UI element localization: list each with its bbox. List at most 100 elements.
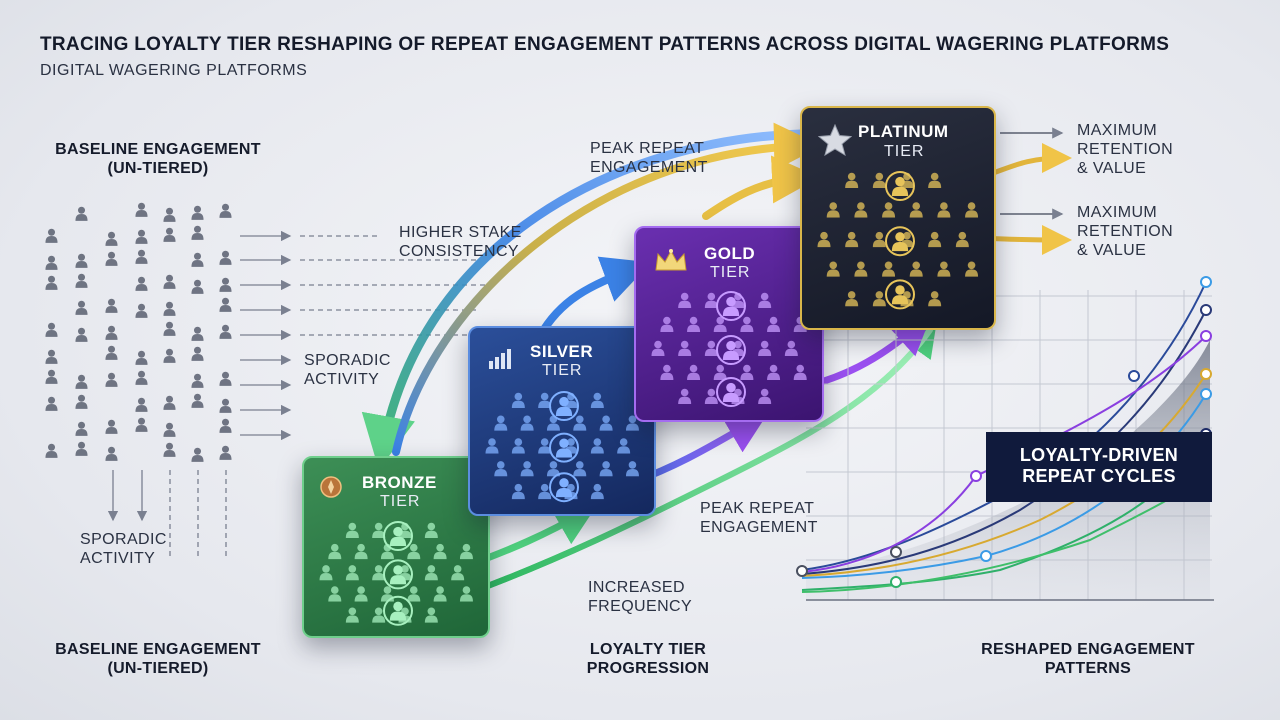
bar-chart-icon — [489, 349, 511, 369]
user-icon — [135, 276, 148, 291]
user-icon — [882, 261, 896, 277]
user-icon — [660, 316, 674, 332]
tier-label-gold: TIER — [710, 264, 751, 281]
user-icon — [451, 565, 465, 581]
silver-user-cluster — [485, 391, 639, 503]
user-icon — [105, 251, 118, 266]
baseline-heading-bottom-line1: BASELINE ENGAGEMENT — [55, 641, 261, 658]
gold-user-cluster — [651, 291, 807, 407]
user-icon — [928, 291, 942, 307]
user-icon — [424, 522, 438, 538]
user-icon — [163, 301, 176, 316]
user-icon — [424, 607, 438, 623]
highlight-ring — [383, 595, 413, 626]
user-icon — [163, 395, 176, 410]
user-icon — [163, 321, 176, 336]
user-icon — [328, 543, 342, 560]
user-icon — [678, 340, 692, 356]
user-icon — [433, 586, 447, 602]
user-icon — [845, 291, 859, 307]
bronze-user-cluster — [319, 521, 473, 626]
user-icon — [219, 418, 232, 433]
user-icon — [219, 398, 232, 413]
peak-engagement-note-top: PEAK REPEAT ENGAGEMENT — [590, 139, 708, 177]
user-icon — [590, 438, 604, 454]
highlight-ring — [716, 335, 746, 365]
user-icon — [75, 206, 88, 221]
increased-frequency-note: INCREASED FREQUENCY — [588, 578, 692, 616]
user-icon — [704, 388, 718, 404]
user-icon — [75, 327, 88, 342]
user-icon — [45, 255, 58, 270]
user-icon — [651, 340, 665, 356]
max1-line3: & VALUE — [1077, 160, 1147, 177]
tier-name-gold: GOLD — [704, 244, 756, 263]
star-icon — [818, 124, 852, 156]
user-icon — [882, 202, 896, 218]
user-icon — [105, 298, 118, 313]
user-icon — [219, 277, 232, 292]
user-icon — [407, 543, 421, 560]
tier-card-gold[interactable]: GOLD TIER — [634, 226, 824, 422]
sporadic-right-line1: SPORADIC — [304, 352, 391, 369]
user-icon — [45, 369, 58, 384]
baseline-user-grid — [45, 202, 232, 462]
user-icon — [135, 249, 148, 264]
user-icon — [520, 461, 534, 477]
tier-label-platinum: TIER — [884, 143, 925, 160]
highlight-ring — [549, 432, 579, 463]
user-icon — [817, 231, 831, 248]
user-icon — [163, 227, 176, 242]
user-icon — [319, 565, 333, 581]
user-icon — [767, 364, 781, 380]
user-icon — [758, 388, 772, 404]
user-icon — [45, 349, 58, 364]
max2-line2: RETENTION — [1077, 223, 1174, 240]
peak-top-line1: PEAK REPEAT — [590, 140, 705, 157]
user-icon — [191, 225, 204, 240]
flow-arrow-bronze-to-platinum — [392, 122, 822, 456]
reshaped-patterns-heading: RESHAPED ENGAGEMENT PATTERNS — [960, 640, 1216, 678]
tier-card-silver[interactable]: SILVER TIER — [468, 326, 656, 516]
user-icon — [687, 316, 701, 332]
user-icon — [380, 586, 394, 602]
page-title: TRACING LOYALTY TIER RESHAPING OF REPEAT… — [40, 34, 1170, 55]
reshaped-patterns-line1: RESHAPED ENGAGEMENT — [981, 641, 1195, 658]
sporadic-activity-note-right: SPORADIC ACTIVITY — [304, 351, 391, 389]
tier-card-bronze[interactable]: BRONZE TIER — [302, 456, 490, 638]
user-icon — [617, 438, 631, 454]
user-icon — [345, 607, 359, 623]
user-icon — [687, 364, 701, 380]
user-icon — [459, 586, 473, 602]
user-icon — [424, 565, 438, 581]
user-icon — [758, 340, 772, 356]
user-icon — [45, 228, 58, 243]
tier-progression-line1: LOYALTY TIER — [589, 641, 707, 658]
baseline-heading-top-line2: (UN-TIERED) — [107, 160, 209, 177]
tier-card-platinum[interactable]: PLATINUM TIER — [800, 106, 996, 330]
user-icon — [590, 483, 604, 500]
user-icon — [219, 250, 232, 265]
user-icon — [75, 273, 88, 288]
highlight-ring — [716, 377, 746, 407]
user-icon — [955, 231, 969, 248]
max1-line1: MAXIMUM — [1077, 122, 1158, 139]
chart-area — [806, 340, 1210, 600]
baseline-heading-top-line1: BASELINE ENGAGEMENT — [55, 141, 261, 158]
platinum-user-cluster — [817, 171, 979, 310]
user-icon — [163, 442, 176, 457]
user-icon — [45, 275, 58, 290]
max2-line3: & VALUE — [1077, 242, 1147, 259]
user-icon — [845, 231, 859, 248]
peak-engagement-note-mid: PEAK REPEAT ENGAGEMENT — [700, 499, 818, 537]
tier-progression-heading: LOYALTY TIER PROGRESSION — [560, 640, 736, 678]
flow-arrow-platinum-to-bronze — [361, 129, 805, 470]
tier-name-silver: SILVER — [530, 342, 594, 361]
user-icon — [163, 207, 176, 222]
user-icon — [407, 586, 421, 602]
user-icon — [219, 324, 232, 339]
highlight-ring — [716, 291, 746, 321]
user-icon — [928, 172, 942, 188]
user-icon — [704, 292, 718, 308]
user-icon — [573, 461, 587, 477]
